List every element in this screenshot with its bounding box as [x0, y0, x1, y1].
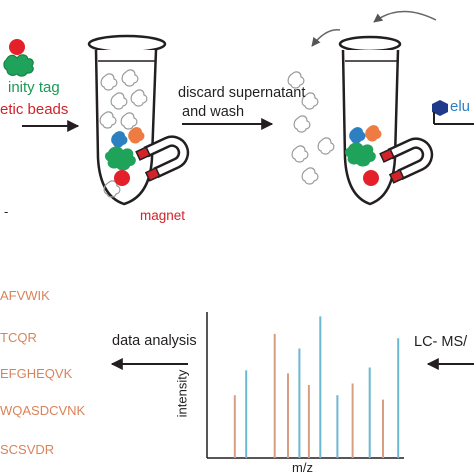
ms-spectrum-chart	[206, 312, 404, 459]
green-protein-icon	[105, 146, 136, 171]
lcms-label: LC- MS/	[414, 334, 468, 350]
discard-step-line1: discard supernatant	[178, 85, 306, 101]
discard-step-line2: and wash	[182, 104, 245, 120]
peptide-5: SCSVDR	[0, 442, 55, 457]
peptide-4: WQASDCVNK	[0, 403, 86, 418]
peptide-1: AFVWIK	[0, 288, 50, 303]
magnetic-beads-label: etic beads	[0, 101, 69, 118]
blue-protein-icon	[111, 131, 128, 148]
peptide-3: EFGHEQVK	[0, 366, 73, 381]
magnet-icon	[135, 135, 190, 182]
magnet-label: magnet	[140, 208, 186, 223]
peptide-2: TCQR	[0, 330, 37, 345]
tube-elution	[338, 35, 402, 206]
affinity-tag-label: inity tag	[8, 79, 60, 96]
tagged-protein-on-bead	[3, 39, 34, 77]
magnet-icon	[379, 137, 434, 184]
curved-arrow-release	[311, 29, 341, 47]
orange-protein-icon	[128, 127, 145, 144]
left-marker: -	[4, 204, 9, 219]
magnetic-bead-icon	[9, 39, 25, 55]
tube-binding	[87, 34, 167, 206]
eluent-icon	[432, 100, 448, 116]
y-axis-label: intensity	[174, 369, 190, 418]
released-proteins	[287, 71, 335, 185]
affinity-tag-protein-icon	[3, 54, 34, 77]
curved-arrow-eluent	[373, 10, 437, 23]
x-axis-label: m/z	[292, 460, 313, 475]
bead-in-tube-icon	[114, 170, 130, 186]
elution-label: elu	[450, 98, 471, 115]
data-analysis-label: data analysis	[112, 333, 197, 349]
